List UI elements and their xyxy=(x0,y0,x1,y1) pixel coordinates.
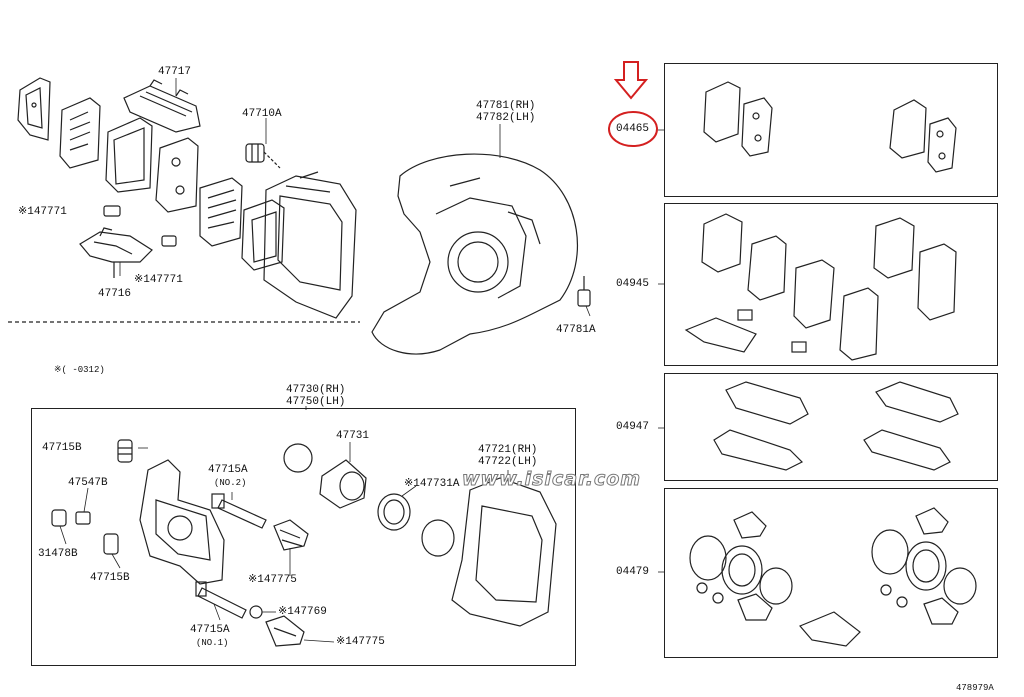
kit-label-04479[interactable]: 04479 xyxy=(616,566,650,578)
part-label-47771-bottom[interactable]: ※147771 xyxy=(134,274,183,286)
cap-31478b xyxy=(51,509,67,527)
part-note-no1: (NO.1) xyxy=(196,638,229,648)
clip-47771 xyxy=(103,205,177,247)
piston-47731 xyxy=(319,459,367,509)
pad-wear-plate xyxy=(199,177,243,247)
brake-pad-outer-left xyxy=(17,77,51,141)
pad-backing-plate xyxy=(241,199,285,271)
pin-47710a xyxy=(245,143,281,169)
part-label-31478b[interactable]: 31478B xyxy=(38,548,78,560)
kit-box-04465 xyxy=(664,63,998,197)
part-label-47769[interactable]: ※147769 xyxy=(278,606,327,618)
part-label-47717[interactable]: 47717 xyxy=(158,66,192,78)
kit-box-04947 xyxy=(664,373,998,481)
part-note-no2: (NO.2) xyxy=(214,478,247,488)
kit-box-04945 xyxy=(664,203,998,366)
oring-seal xyxy=(421,519,455,557)
caliper-mount-bracket-top xyxy=(263,171,357,319)
part-label-47716[interactable]: 47716 xyxy=(98,288,132,300)
piston-seal xyxy=(283,443,313,473)
part-label-47781a[interactable]: 47781A xyxy=(556,324,596,336)
part-label-47710a[interactable]: 47710A xyxy=(242,108,282,120)
figure-code: 478979A xyxy=(956,683,994,693)
highlight-arrow-icon xyxy=(613,61,649,100)
part-label-47722-lh[interactable]: 47722(LH) xyxy=(478,456,538,468)
part-label-47731a[interactable]: ※147731A xyxy=(404,478,460,490)
part-label-47782-lh[interactable]: 47782(LH) xyxy=(476,112,536,124)
guide-pin-no1 xyxy=(195,581,247,619)
part-label-47715b-top[interactable]: 47715B xyxy=(42,442,82,454)
guide-pin-no2 xyxy=(211,493,267,529)
caliper-assembly-box xyxy=(31,408,576,666)
brake-pad-inner-2 xyxy=(155,137,199,213)
highlight-circle xyxy=(608,111,658,147)
caliper-body-47715 xyxy=(139,459,225,585)
boot-47775 xyxy=(273,519,309,551)
piston-boot-47731a xyxy=(377,493,411,531)
bolt-47781a xyxy=(577,276,591,307)
kit-label-04465[interactable]: 04465 xyxy=(616,123,650,135)
bleeder-47715b-lower xyxy=(103,533,119,555)
kit-label-04945[interactable]: 04945 xyxy=(616,278,650,290)
kit-label-04947[interactable]: 04947 xyxy=(616,421,650,433)
disc-dust-shield xyxy=(371,153,579,355)
bleeder-47715b xyxy=(117,439,133,463)
part-label-47775-bottom[interactable]: ※147775 xyxy=(336,636,385,648)
boot-47775-lower xyxy=(265,615,305,647)
part-label-47771-top[interactable]: ※147771 xyxy=(18,206,67,218)
leader-lines xyxy=(59,78,664,643)
part-label-47730-rh[interactable]: 47730(RH) xyxy=(286,384,346,396)
part-label-47775-mid[interactable]: ※147775 xyxy=(248,574,297,586)
part-label-47715a-top[interactable]: 47715A xyxy=(208,464,248,476)
part-label-47715b-bottom[interactable]: 47715B xyxy=(90,572,130,584)
brake-pad-shim-1 xyxy=(59,97,101,169)
part-label-47731[interactable]: 47731 xyxy=(336,430,370,442)
kit-04479-seals xyxy=(689,507,977,647)
caliper-bracket-47721 xyxy=(451,477,557,627)
kit-04465-pads xyxy=(703,81,957,173)
part-label-47715a-bottom[interactable]: 47715A xyxy=(190,624,230,636)
brake-pad-inner-1 xyxy=(105,117,153,193)
part-label-47750-lh[interactable]: 47750(LH) xyxy=(286,396,346,408)
part-label-47721-rh[interactable]: 47721(RH) xyxy=(478,444,538,456)
part-label-47547b[interactable]: 47547B xyxy=(68,477,108,489)
part-label-47781-rh[interactable]: 47781(RH) xyxy=(476,100,536,112)
watermark: www.isicar.com xyxy=(461,468,642,491)
kit-box-04479 xyxy=(664,488,998,658)
pad-support-plate-47716 xyxy=(79,227,153,278)
note-range: ※( -0312) xyxy=(54,365,105,375)
washer-47547b xyxy=(75,511,91,525)
kit-04945-shims xyxy=(684,213,957,361)
anti-squeal-shim-47717 xyxy=(123,79,201,133)
kit-04947-clips xyxy=(713,381,959,471)
